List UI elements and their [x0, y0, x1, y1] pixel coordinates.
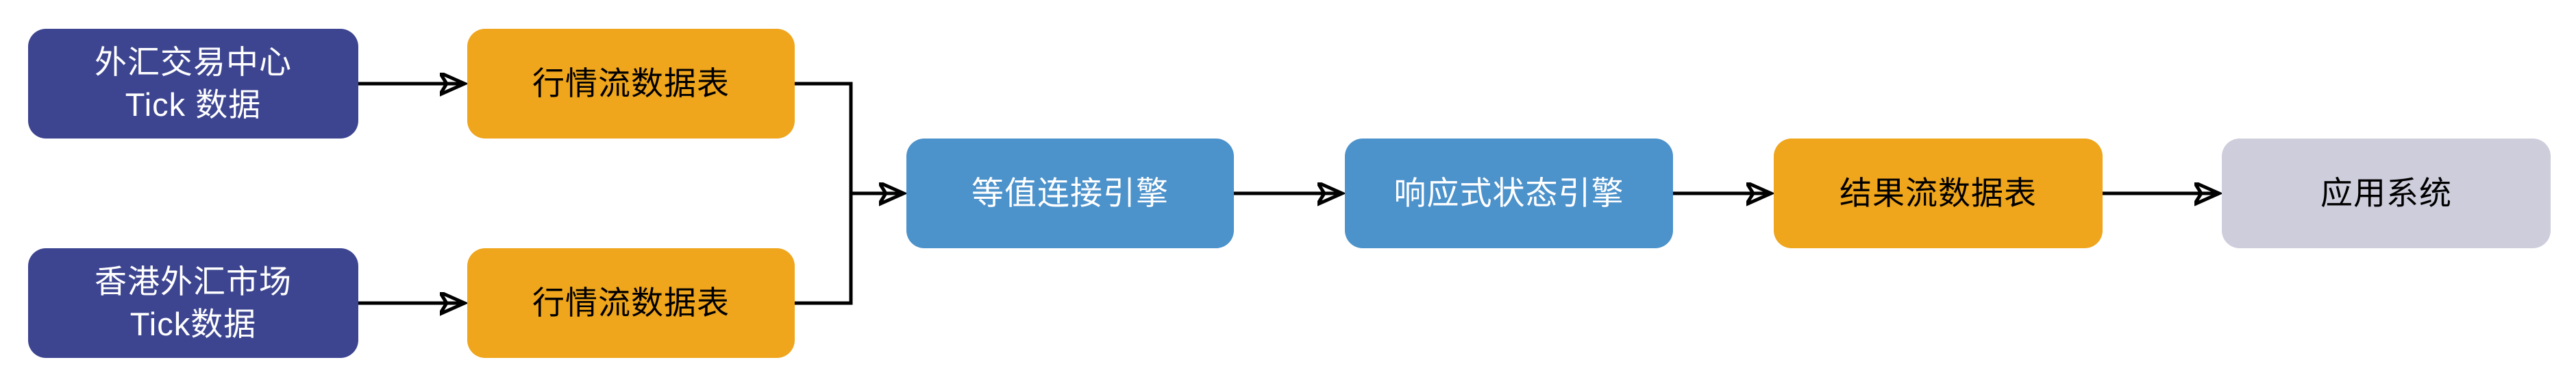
node-label-line: 外汇交易中心 [95, 44, 292, 80]
node-label-line: 行情流数据表 [532, 285, 730, 321]
node-label-line: 香港外汇市场 [95, 263, 292, 300]
node-application-system: 应用系统 [2222, 139, 2551, 248]
node-label-line: 响应式状态引擎 [1394, 175, 1624, 211]
node-label-line: 结果流数据表 [1840, 175, 2037, 211]
node-result-stream-table: 结果流数据表 [1774, 139, 2103, 248]
node-hk-fx-market-tick-source: 香港外汇市场 Tick数据 [28, 248, 358, 358]
node-label-line: 等值连接引擎 [971, 175, 1169, 211]
node-label-line: 应用系统 [2320, 175, 2452, 211]
node-label-line: 行情流数据表 [532, 65, 730, 101]
node-label-line: Tick数据 [129, 306, 257, 342]
connector-streamtables-merge [795, 82, 853, 305]
node-reactive-state-engine: 响应式状态引擎 [1345, 139, 1673, 248]
node-quote-stream-table-top: 行情流数据表 [467, 29, 795, 139]
node-label-line: Tick 数据 [125, 86, 262, 123]
node-quote-stream-table-bottom: 行情流数据表 [467, 248, 795, 358]
node-cfets-tick-source: 外汇交易中心 Tick 数据 [28, 29, 358, 139]
node-equi-join-engine: 等值连接引擎 [906, 139, 1234, 248]
